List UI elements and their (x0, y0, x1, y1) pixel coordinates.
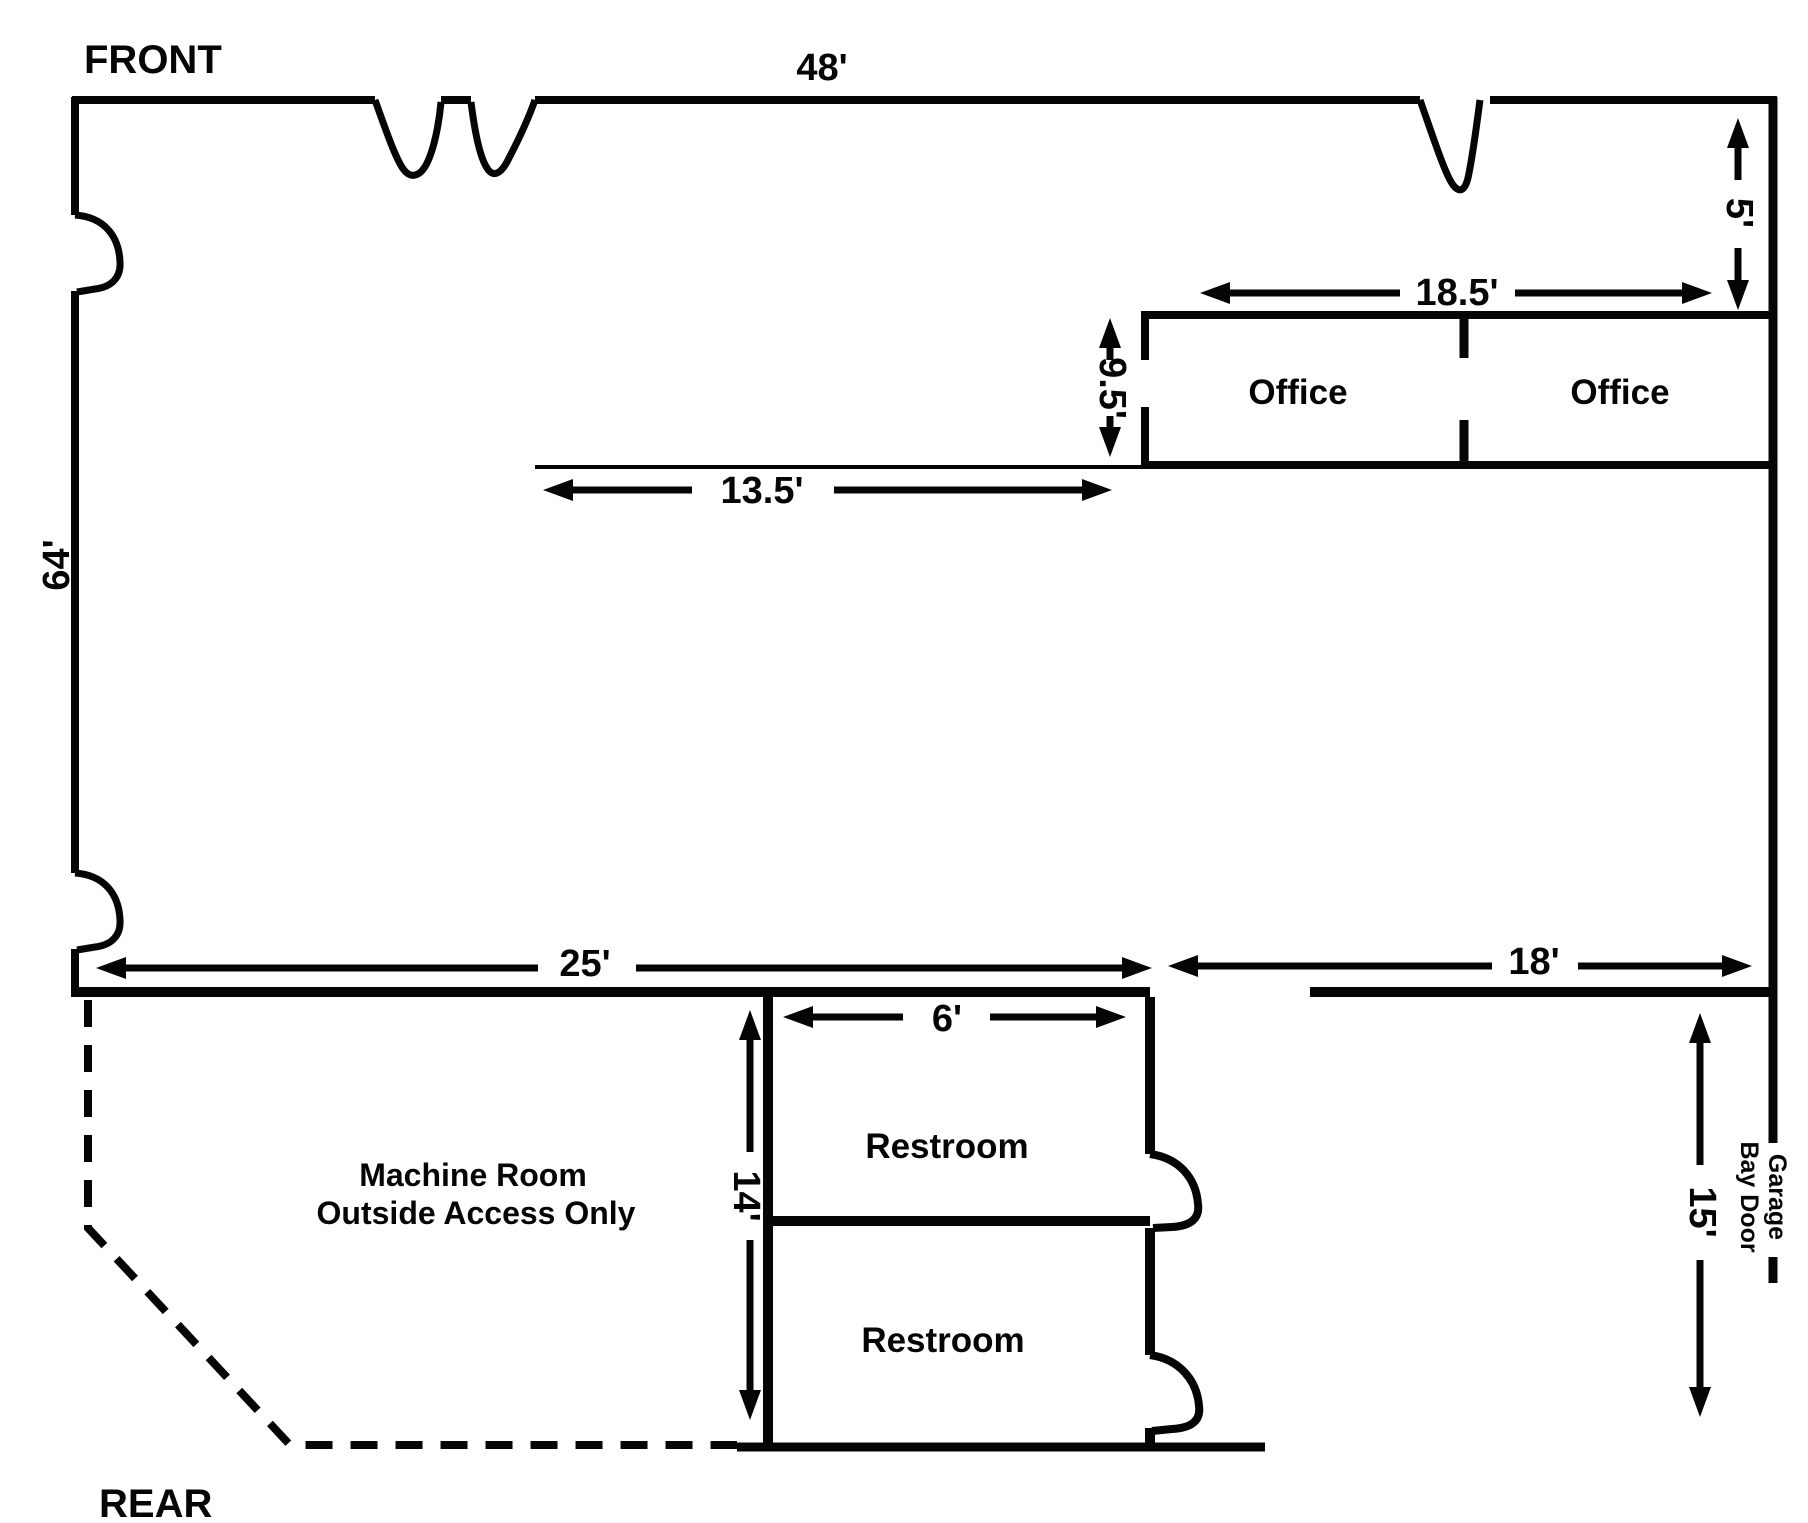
exterior-walls (71, 96, 1778, 1283)
restroom-door-swing-bottom (1149, 1351, 1204, 1435)
dim-restroom-height: 14' (725, 1010, 767, 1420)
machine-room-dashed-boundary (84, 1000, 737, 1449)
dim-garage-wall: 18' (1168, 941, 1752, 983)
restroom-walls (737, 992, 1265, 1452)
svg-text:25': 25' (559, 943, 610, 985)
machine-room-label: Machine Room Outside Access Only (317, 1157, 636, 1231)
dim-left-height: 64' (36, 539, 78, 590)
office-left-label: Office (1248, 373, 1347, 412)
dim-office-front-offset: 5' (1718, 118, 1760, 310)
front-double-door-notch (371, 98, 539, 179)
svg-text:5': 5' (1718, 198, 1760, 228)
svg-text:18': 18' (1508, 941, 1559, 983)
dim-top-width: 48' (796, 47, 847, 89)
left-door-swing-upper (74, 211, 124, 296)
svg-text:13.5': 13.5' (721, 470, 804, 512)
front-single-door-notch (1416, 98, 1484, 194)
dim-shop-wall: 25' (96, 943, 1152, 985)
rear-label: REAR (99, 1482, 212, 1523)
svg-text:14': 14' (725, 1170, 767, 1221)
left-door-swing-lower (74, 869, 124, 954)
restroom-door-swing-top (1149, 1150, 1203, 1232)
office-right-label: Office (1570, 373, 1669, 412)
garage-bay-door-label: Garage Bay Door (1735, 1141, 1791, 1252)
front-label: FRONT (84, 38, 222, 82)
svg-text:18.5': 18.5' (1416, 272, 1499, 314)
svg-text:9.5': 9.5' (1091, 357, 1133, 419)
dim-garage-depth: 15' (1681, 1013, 1723, 1417)
svg-text:Outside Access Only: Outside Access Only (317, 1195, 636, 1231)
svg-text:15': 15' (1681, 1186, 1723, 1237)
restroom-top-label: Restroom (865, 1127, 1028, 1166)
office-walls (535, 311, 1777, 469)
dim-restroom-width: 6' (783, 998, 1126, 1040)
svg-text:6': 6' (932, 998, 962, 1040)
svg-text:Garage: Garage (1763, 1154, 1791, 1240)
dim-office-depth: 9.5' (1091, 318, 1133, 457)
svg-text:Machine Room: Machine Room (359, 1157, 587, 1193)
dim-office-left-offset: 13.5' (543, 470, 1112, 512)
svg-text:Bay Door: Bay Door (1735, 1141, 1763, 1252)
restroom-bottom-label: Restroom (861, 1321, 1024, 1360)
dim-office-width: 18.5' (1200, 272, 1712, 314)
